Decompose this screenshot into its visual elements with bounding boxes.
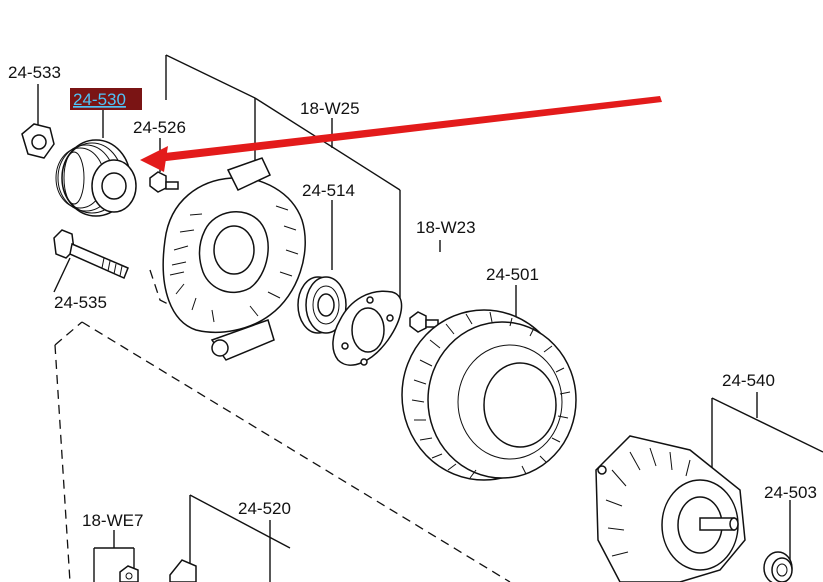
bolt-icon[interactable] (149, 171, 179, 193)
retainer-plate-icon[interactable] (332, 290, 403, 366)
rear-bracket-bolt-icon[interactable] (119, 565, 139, 582)
label-24-503: 24-503 (764, 483, 817, 502)
label-18-W25: 18-W25 (300, 99, 360, 118)
label-24-530: 24-530 (73, 90, 126, 109)
screw-icon[interactable] (409, 311, 439, 333)
leader-lines (37, 54, 823, 582)
highlight-arrow (140, 96, 662, 172)
label-24-533: 24-533 (8, 63, 61, 82)
nut-icon[interactable] (21, 123, 55, 159)
bearing-icon[interactable] (297, 276, 347, 334)
label-24-535: 24-535 (54, 293, 107, 312)
label-24-526: 24-526 (133, 118, 186, 137)
label-24-520: 24-520 (238, 499, 291, 518)
label-18-WE7: 18-WE7 (82, 511, 143, 530)
front-housing-icon[interactable] (162, 157, 306, 361)
rear-housing-part-icon[interactable] (169, 559, 197, 582)
label-24-501: 24-501 (486, 265, 539, 284)
stator-icon[interactable] (401, 309, 577, 481)
label-24-514: 24-514 (302, 181, 355, 200)
washer-icon[interactable] (763, 551, 793, 582)
long-bolt-icon[interactable] (53, 229, 129, 280)
highlighted-label-background (70, 88, 142, 110)
label-18-W23: 18-W23 (416, 218, 476, 237)
pulley-icon[interactable] (55, 139, 137, 217)
label-24-540: 24-540 (722, 371, 775, 390)
rotor-icon[interactable] (595, 435, 746, 582)
